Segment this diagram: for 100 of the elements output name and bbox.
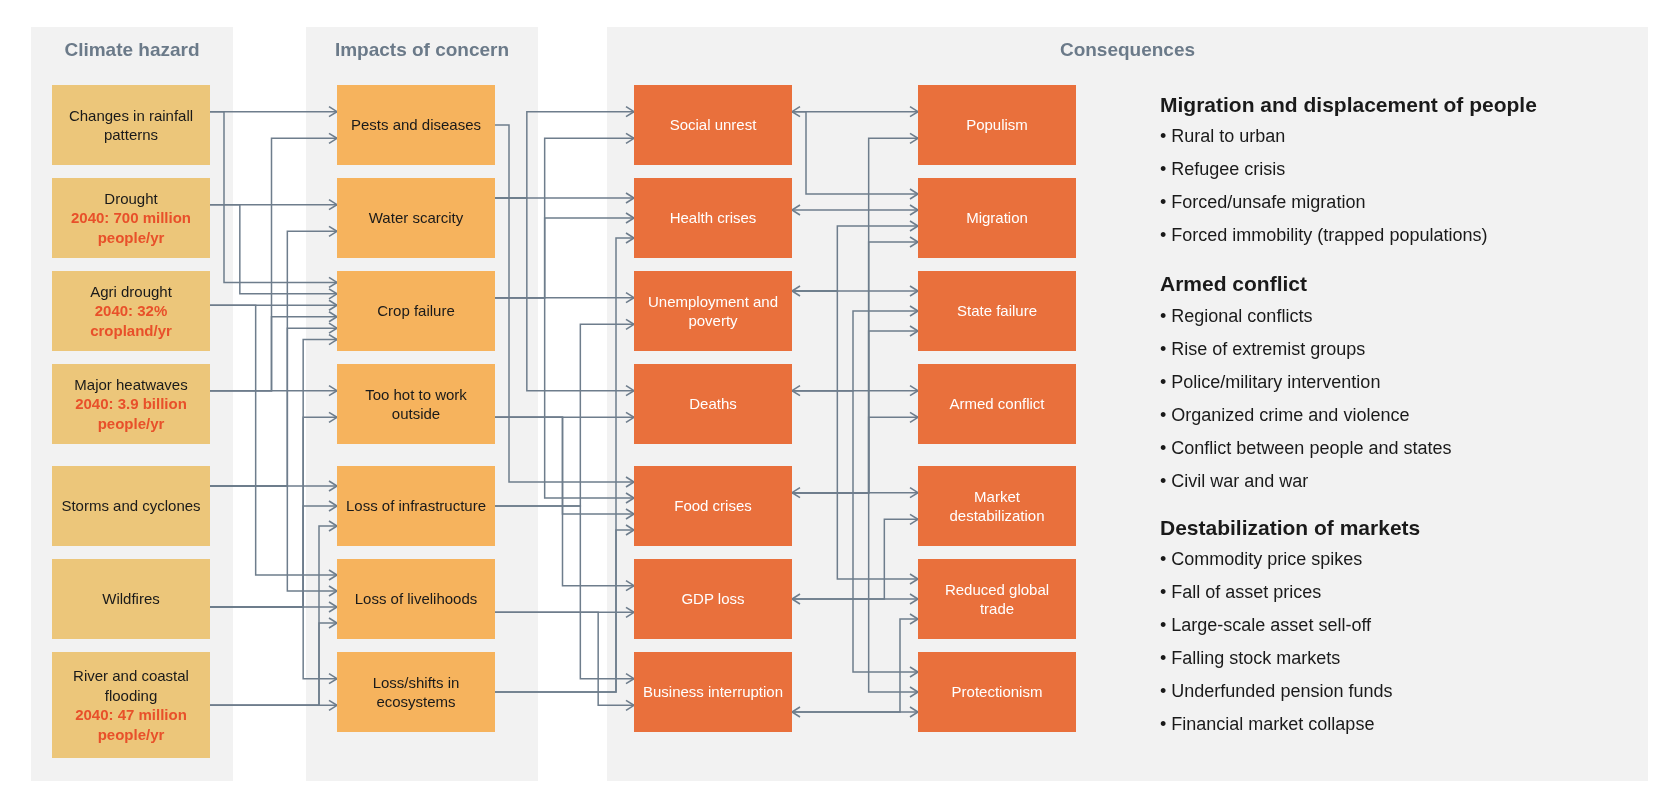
arrow: [791, 105, 919, 118]
consequence-box: [918, 178, 1076, 258]
consequence-box: [634, 85, 792, 165]
column-panel: [31, 27, 233, 781]
impact-box: [337, 85, 495, 165]
list-heading: Migration and displacement of people: [1160, 93, 1537, 117]
box-label: Market destabilization: [948, 486, 1046, 526]
arrow: [791, 706, 919, 718]
box-label: Unemployment and poverty: [646, 291, 780, 331]
arrow: [209, 110, 338, 289]
box-label: Loss/shifts in ecosystems: [371, 672, 461, 712]
box-label: Pests and diseases: [350, 115, 482, 135]
consequence-box: [918, 364, 1076, 444]
arrow: [209, 203, 338, 300]
consequence-box: [918, 85, 1076, 165]
consequence-box: [634, 271, 792, 351]
arrow: [494, 611, 635, 712]
arrow: [791, 486, 919, 499]
box-label: Changes in rainfall patterns: [67, 105, 195, 145]
box-label: Business interruption: [642, 682, 784, 702]
list-item: • Commodity price spikes: [1160, 549, 1363, 570]
column-panel: [306, 27, 538, 781]
arrow: [791, 110, 919, 200]
box-label: Health crises: [669, 208, 757, 228]
arrow: [791, 285, 919, 297]
box-label: River and coastal flooding: [72, 666, 190, 705]
box-label: Food crises: [674, 496, 752, 516]
box-label: Agri drought: [90, 281, 172, 302]
list-item: • Organized crime and violence: [1160, 405, 1410, 426]
consequence-box: [634, 178, 792, 258]
arrow: [791, 384, 919, 397]
consequence-box: [918, 652, 1076, 732]
list-heading: Destabilization of markets: [1160, 516, 1421, 540]
list-item: • Rural to urban: [1160, 126, 1286, 147]
list-item: • Rise of extremist groups: [1160, 339, 1366, 360]
list-item: • Conflict between people and states: [1160, 438, 1452, 459]
statistic-text: 2040: 32% cropland/yr: [89, 301, 173, 341]
consequence-box: [918, 466, 1076, 546]
arrow: [494, 197, 635, 397]
list-item: • Large-scale asset sell-off: [1160, 615, 1372, 636]
list-item: • Forced immobility (trapped populations): [1160, 225, 1488, 246]
box-label: Reduced global trade: [943, 579, 1051, 619]
arrow: [494, 124, 635, 488]
statistic-text: 2040: 3.9 billion people/yr: [74, 394, 188, 434]
list-item: • Financial market collapse: [1160, 714, 1375, 735]
box-label: GDP loss: [681, 589, 745, 609]
list-item: • Civil war and war: [1160, 471, 1309, 492]
hazard-box: [52, 178, 210, 258]
box-label: Major heatwaves: [74, 374, 188, 395]
column-heading: Consequences: [1059, 39, 1196, 61]
impact-box: [337, 559, 495, 639]
box-label: Populism: [966, 115, 1028, 135]
consequence-box: [634, 364, 792, 444]
box-label: Too hot to work outside: [364, 384, 468, 424]
box-label: Loss of infrastructure: [345, 496, 487, 516]
arrow: [791, 613, 919, 713]
box-label: Protectionism: [951, 682, 1043, 702]
hazard-box: [52, 466, 210, 546]
list-item: • Falling stock markets: [1160, 648, 1341, 669]
box-label: Migration: [966, 208, 1028, 228]
hazard-box: [52, 271, 210, 351]
box-label: State failure: [956, 301, 1037, 321]
hazard-box: [52, 364, 210, 444]
list-item: • Regional conflicts: [1160, 306, 1313, 327]
box-label: Loss of livelihoods: [354, 589, 478, 609]
consequence-box: [634, 652, 792, 732]
list-item: • Fall of asset prices: [1160, 582, 1322, 603]
list-heading: Armed conflict: [1160, 272, 1308, 296]
hazard-box: [52, 559, 210, 639]
arrow: [791, 491, 919, 698]
arrow: [791, 513, 919, 600]
box-label: Armed conflict: [949, 394, 1045, 414]
box-label: Drought: [104, 188, 158, 209]
list-item: • Police/military intervention: [1160, 372, 1381, 393]
box-label: Crop failure: [377, 301, 455, 321]
box-label: Water scarcity: [368, 208, 464, 228]
impact-box: [337, 364, 495, 444]
column-heading: Impacts of concern: [334, 39, 510, 61]
statistic-text: 2040: 47 million people/yr: [74, 705, 188, 744]
impact-box: [337, 466, 495, 546]
impact-box: [337, 178, 495, 258]
box-label: Social unrest: [669, 115, 757, 135]
box-label: Wildfires: [102, 589, 160, 609]
consequence-box: [634, 559, 792, 639]
arrow: [209, 384, 338, 397]
column-panel: [607, 27, 1648, 781]
column-heading: Climate hazard: [64, 39, 200, 61]
list-item: • Refugee crisis: [1160, 159, 1286, 180]
arrow: [209, 304, 338, 581]
consequence-box: [634, 466, 792, 546]
impact-box: [337, 271, 495, 351]
arrow: [791, 204, 919, 216]
box-label: Storms and cyclones: [61, 496, 201, 516]
arrow: [494, 416, 635, 592]
consequence-box: [918, 271, 1076, 351]
hazard-box: [52, 85, 210, 165]
list-item: • Underfunded pension funds: [1160, 681, 1393, 702]
impact-box: [337, 652, 495, 732]
hazard-box: [52, 652, 210, 758]
arrow: [209, 699, 338, 712]
